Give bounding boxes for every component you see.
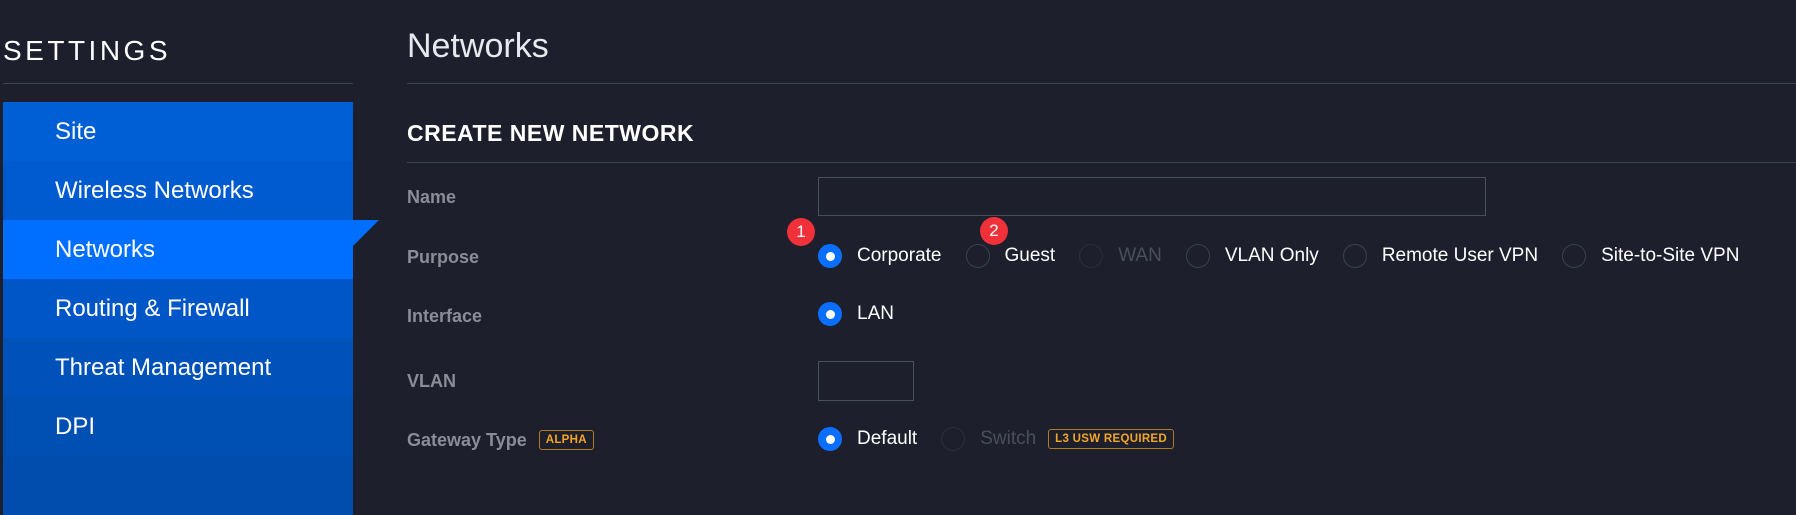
purpose-option-label: Guest bbox=[1004, 245, 1056, 266]
gateway-option-label: Switch bbox=[980, 428, 1037, 449]
page-title: Networks bbox=[407, 27, 549, 65]
purpose-radio-remote-user-vpn[interactable] bbox=[1342, 244, 1367, 268]
interface-label: Interface bbox=[407, 306, 483, 326]
gateway-type-radio-group: Default Switch L3 USW REQUIRED bbox=[818, 425, 1175, 453]
sidebar-nav: Site Wireless Networks Networks Routing … bbox=[3, 102, 379, 515]
alpha-badge: ALPHA bbox=[538, 430, 594, 450]
sidebar-divider bbox=[3, 83, 353, 84]
name-label: Name bbox=[407, 187, 457, 207]
sidebar-item-site[interactable]: Site bbox=[3, 102, 353, 161]
interface-option-label: LAN bbox=[857, 303, 894, 324]
purpose-radio-group: Corporate Guest WAN VLAN Only Remote Use… bbox=[818, 242, 1763, 270]
sidebar-item-dpi[interactable]: DPI bbox=[3, 397, 353, 456]
section-divider bbox=[407, 162, 1796, 163]
vlan-input[interactable] bbox=[818, 361, 914, 401]
interface-radio-lan[interactable] bbox=[818, 302, 842, 326]
sidebar-item-label: Networks bbox=[55, 236, 156, 263]
sidebar-item-routing-firewall[interactable]: Routing & Firewall bbox=[3, 279, 353, 338]
title-divider bbox=[407, 83, 1796, 84]
purpose-option-label: Remote User VPN bbox=[1381, 245, 1539, 266]
sidebar-item-label: Wireless Networks bbox=[55, 177, 254, 204]
sidebar-item-networks[interactable]: Networks bbox=[3, 220, 379, 279]
purpose-radio-wan bbox=[1079, 244, 1104, 268]
sidebar-item-partial[interactable] bbox=[3, 456, 353, 515]
gateway-type-label: Gateway Type bbox=[407, 430, 527, 450]
annotation-marker-1: 1 bbox=[787, 218, 815, 246]
settings-title: SETTINGS bbox=[3, 35, 172, 66]
purpose-radio-vlan-only[interactable] bbox=[1185, 244, 1210, 268]
gateway-radio-default[interactable] bbox=[818, 427, 842, 451]
sidebar-item-wireless-networks[interactable]: Wireless Networks bbox=[3, 161, 353, 220]
section-title: CREATE NEW NETWORK bbox=[407, 120, 695, 146]
sidebar-item-threat-management[interactable]: Threat Management bbox=[3, 338, 353, 397]
sidebar-item-label: DPI bbox=[55, 413, 96, 440]
purpose-option-label: Site-to-Site VPN bbox=[1601, 245, 1740, 266]
vlan-label: VLAN bbox=[407, 371, 456, 391]
gateway-type-label-group: Gateway Type ALPHA bbox=[407, 428, 594, 452]
name-input[interactable] bbox=[818, 177, 1486, 216]
l3-usw-required-badge: L3 USW REQUIRED bbox=[1048, 429, 1175, 449]
sidebar-item-label: Site bbox=[55, 118, 97, 145]
purpose-radio-corporate[interactable] bbox=[818, 244, 842, 268]
sidebar-item-label: Threat Management bbox=[55, 354, 272, 381]
annotation-marker-2: 2 bbox=[980, 217, 1008, 245]
purpose-option-label: Corporate bbox=[857, 245, 942, 266]
gateway-option-label: Default bbox=[857, 428, 918, 449]
purpose-radio-site-to-site-vpn[interactable] bbox=[1562, 244, 1587, 268]
purpose-radio-guest[interactable] bbox=[965, 244, 990, 268]
purpose-option-label: WAN bbox=[1118, 245, 1162, 266]
purpose-label: Purpose bbox=[407, 247, 480, 267]
purpose-option-label: VLAN Only bbox=[1224, 245, 1319, 266]
interface-radio-group: LAN bbox=[818, 300, 918, 328]
gateway-radio-switch bbox=[941, 427, 966, 451]
sidebar-item-label: Routing & Firewall bbox=[55, 295, 250, 322]
